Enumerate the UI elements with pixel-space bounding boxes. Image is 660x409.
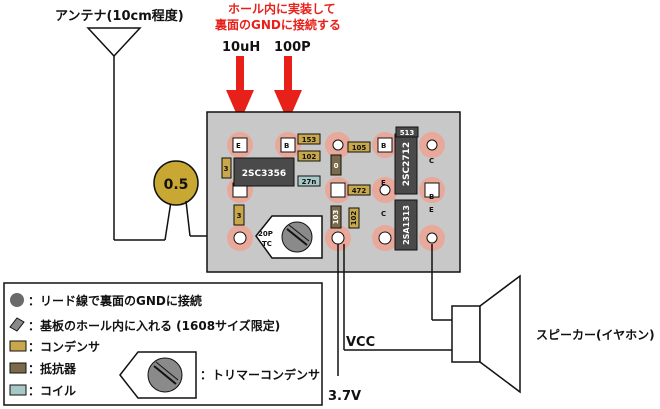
legend-box [3, 282, 323, 406]
legend-item3: ：コンデンサ [28, 339, 100, 354]
ic-2sa1313-label: 2SA1313 [402, 205, 411, 245]
trimmer-on-board [255, 215, 323, 259]
part-102a: 102 [297, 150, 321, 162]
legend-item5: ：コイル [28, 384, 76, 398]
svg-text:102: 102 [302, 153, 317, 161]
legend-coil-icon [9, 384, 27, 396]
part-27n: 27n [297, 175, 321, 187]
pin-e1: E [236, 142, 241, 150]
resistor-value: 0.5 [164, 177, 189, 193]
part-153: 153 [297, 133, 321, 145]
part-0: 0 [330, 154, 342, 176]
antenna-symbol [86, 27, 173, 241]
legend-resistor-icon [9, 362, 27, 374]
ic-2sc3356 [233, 157, 295, 187]
note-line1: ホール内に実装して [228, 1, 336, 16]
legend-capacitor-icon [9, 340, 27, 352]
legend-hole-icon [9, 317, 25, 332]
svg-text:105: 105 [352, 144, 367, 152]
antenna-label: アンテナ(10cm程度) [55, 8, 184, 24]
speaker-label: スピーカー(イヤホン) [536, 328, 655, 342]
legend-trimmer-icon [119, 351, 197, 399]
inductor-label: 10uH [222, 40, 260, 55]
note-line2: 裏面のGNDに接続する [214, 17, 341, 32]
svg-text:472: 472 [352, 187, 367, 195]
pin-c1: C [429, 157, 434, 165]
arrow-inductor [226, 56, 254, 122]
vcc-label: VCC [346, 335, 375, 350]
wires [337, 244, 452, 376]
ic-2sc2712-label: 2SC2712 [402, 142, 412, 186]
holes [232, 137, 440, 245]
svg-text:0: 0 [334, 162, 339, 170]
svg-text:103: 103 [332, 210, 340, 225]
part-103: 103 [330, 205, 342, 229]
capacitor-label: 100P [274, 40, 311, 55]
part-105: 105 [347, 141, 371, 153]
battery-label: 3.7V [328, 389, 361, 404]
part-102b: 102 [348, 207, 360, 229]
svg-text:27n: 27n [302, 178, 317, 186]
trimmer-line1: 20P [258, 230, 273, 238]
ic-2sc3356-label: 2SC3356 [242, 169, 286, 179]
trimmer-line2: TC [262, 240, 272, 248]
svg-text:3: 3 [237, 212, 242, 220]
legend-item1: ：リード線で裏面のGNDに接続 [28, 293, 202, 308]
pin-e3: E [429, 206, 434, 214]
pin-e2: E [381, 179, 386, 187]
legend-item4: ：抵抗器 [28, 361, 77, 376]
speaker-symbol [451, 274, 521, 394]
pin-b1: B [284, 142, 289, 150]
legend-gnd-icon [10, 293, 24, 307]
part-3b: 3 [233, 204, 245, 226]
svg-text:102: 102 [350, 211, 358, 226]
svg-text:513: 513 [400, 129, 415, 137]
svg-text:153: 153 [302, 136, 317, 144]
part-513: 513 [395, 126, 419, 138]
legend-item6: ：トリマーコンデンサ [200, 367, 320, 382]
part-472: 472 [347, 184, 371, 196]
part-3a: 3 [221, 157, 232, 179]
arrow-capacitor [274, 56, 302, 122]
svg-text:3: 3 [224, 165, 229, 173]
legend-item2: ：基板のホール内に入れる (1608サイズ限定) [28, 318, 280, 333]
ic-2sa1313 [394, 199, 418, 251]
pin-b3: B [429, 193, 434, 201]
resistor-circle [153, 160, 199, 206]
pin-b2: B [381, 142, 386, 150]
pin-c2: C [381, 210, 386, 218]
